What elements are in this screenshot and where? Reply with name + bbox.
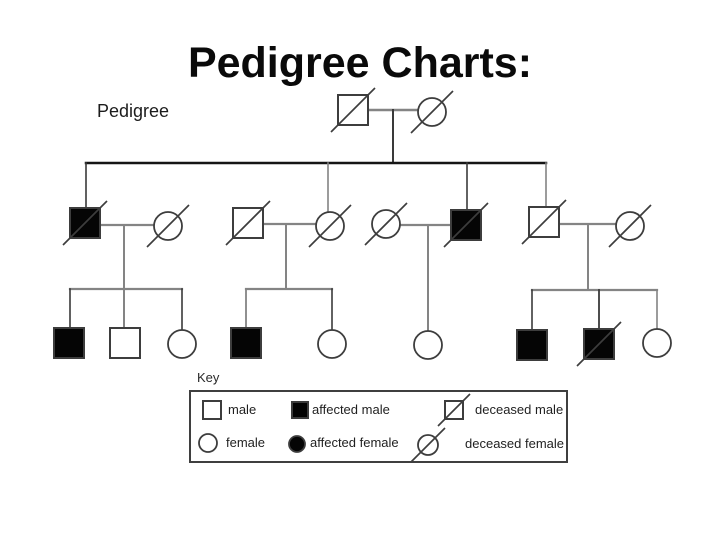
individual-gen3-child-1 [53,327,85,359]
deceased-slash-icon [330,87,376,133]
key-item-label-deceased-female: deceased female [465,436,565,451]
individual-gen2-wife-4 [608,204,652,248]
individual-gen2-husband-1 [62,200,108,246]
deceased-slash-icon [146,204,190,248]
female-shape [198,433,218,453]
individual-gen3-child-2 [109,327,141,359]
male-shape [516,329,548,361]
page-title: Pedigree Charts: [187,39,533,87]
individual-gen2-husband-2 [225,200,271,246]
key-label: Key [197,370,220,385]
individual-gen2-husband-3 [443,202,489,248]
female-shape [413,330,443,360]
key-item-label-male: male [228,402,257,417]
individual-gen2-wife-1 [146,204,190,248]
key-key-deceased-female-symbol [410,427,446,463]
female-shape [642,328,672,358]
individual-gen2-husband-4 [521,199,567,245]
deceased-slash-icon [608,204,652,248]
deceased-slash-icon [410,90,454,134]
key-key-affected-male-symbol [291,401,309,419]
male-shape [109,327,141,359]
female-shape [167,329,197,359]
key-box [189,390,568,463]
key-key-female-symbol [198,433,218,453]
individual-gen3-child-8 [576,321,622,367]
individual-gen2-wife-3 [364,202,408,246]
pedigree-diagram-label: Pedigree [97,101,170,121]
individual-gen1-father [330,87,376,133]
deceased-slash-icon [364,202,408,246]
deceased-slash-icon [410,427,446,463]
deceased-slash-icon [443,202,489,248]
male-shape [230,327,262,359]
individual-gen3-child-7 [516,329,548,361]
male-shape [53,327,85,359]
individual-gen1-mother [410,90,454,134]
individual-gen3-child-9 [642,328,672,358]
key-item-label-female: female [226,435,266,450]
deceased-slash-icon [437,393,471,427]
key-key-male-symbol [202,400,222,420]
female-shape [288,435,306,453]
deceased-slash-icon [308,204,352,248]
male-shape [202,400,222,420]
deceased-slash-icon [576,321,622,367]
individual-gen3-child-3 [167,329,197,359]
deceased-slash-icon [521,199,567,245]
individual-gen3-child-6 [413,330,443,360]
female-shape [317,329,347,359]
deceased-slash-icon [225,200,271,246]
individual-gen3-child-5 [317,329,347,359]
individual-gen3-child-4 [230,327,262,359]
key-item-label-affected-male: affected male [312,402,390,417]
deceased-slash-icon [62,200,108,246]
key-item-label-deceased-male: deceased male [475,402,564,417]
key-key-deceased-male-symbol [437,393,471,427]
key-item-label-affected-female: affected female [310,435,399,450]
key-key-affected-female-symbol [288,435,306,453]
individual-gen2-wife-2 [308,204,352,248]
male-shape [291,401,309,419]
